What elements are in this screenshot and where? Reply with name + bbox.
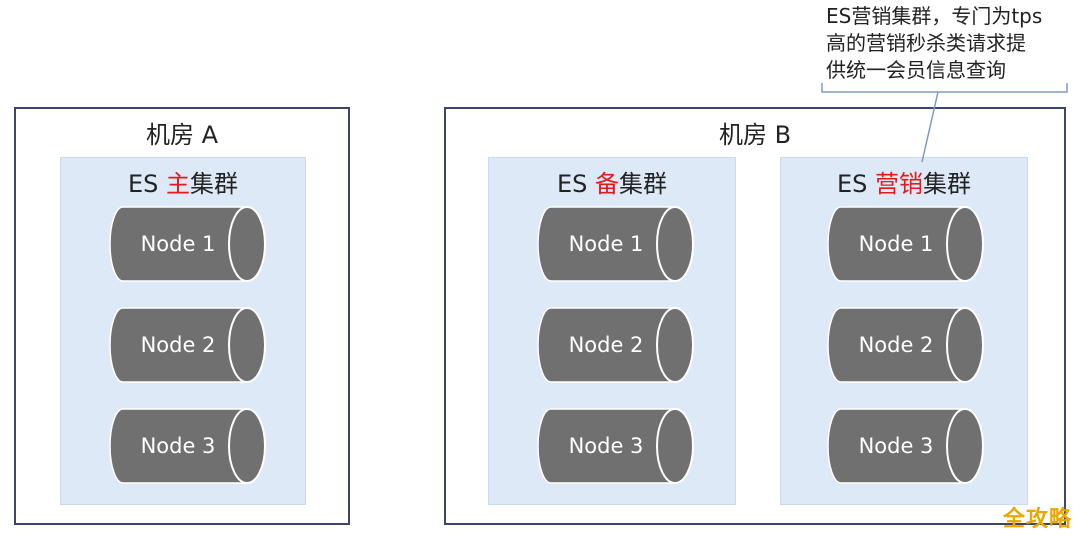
node-cylinder: Node 2 — [827, 307, 987, 383]
cylinder-shape — [109, 307, 266, 383]
cylinder-shape — [537, 408, 694, 484]
cylinder-shape — [109, 206, 266, 282]
node-label: Node 3 — [858, 434, 934, 458]
cluster-marketing-prefix: ES — [836, 170, 876, 198]
node-label: Node 1 — [568, 232, 644, 256]
cluster-marketing: ES 营销集群 Node 1 Node 2 Node 3 — [780, 157, 1028, 505]
cluster-primary: ES 主集群 Node 1 Node 2 Node 3 — [60, 157, 306, 505]
room-b-title: 机房 B — [718, 121, 792, 149]
node-cylinder: Node 1 — [827, 206, 987, 282]
watermark-logo: 全攻略 — [1002, 507, 1072, 532]
cylinder-shape — [109, 408, 266, 484]
node-cylinder: Node 1 — [109, 206, 269, 282]
cylinder-shape — [827, 206, 984, 282]
room-a: 机房 A ES 主集群 Node 1 Node 2 Node 3 — [14, 107, 350, 525]
node-cylinder: Node 3 — [109, 408, 269, 484]
node-label: Node 2 — [568, 333, 644, 357]
room-b: 机房 B ES 备集群 Node 1 Node 2 Node 3 ES 营销集群… — [444, 107, 1066, 525]
annotation-text: ES营销集群，专门为tps 高的营销秒杀类请求提 供统一会员信息查询 — [826, 3, 1076, 84]
cluster-marketing-suffix: 集群 — [923, 170, 972, 198]
node-label: Node 2 — [858, 333, 934, 357]
cluster-standby-highlight: 备 — [595, 170, 620, 198]
node-label: Node 3 — [140, 434, 216, 458]
cylinder-shape — [537, 206, 694, 282]
node-label: Node 3 — [568, 434, 644, 458]
room-a-title: 机房 A — [145, 121, 219, 149]
node-cylinder: Node 1 — [537, 206, 697, 282]
cluster-marketing-title: ES 营销集群 — [781, 164, 1027, 199]
node-cylinder: Node 2 — [537, 307, 697, 383]
node-label: Node 1 — [140, 232, 216, 256]
annotation-line: ES营销集群，专门为tps — [826, 4, 1043, 28]
node-cylinder: Node 2 — [109, 307, 269, 383]
cluster-marketing-highlight: 营销 — [875, 170, 924, 198]
cylinder-shape — [827, 307, 984, 383]
annotation-line: 供统一会员信息查询 — [826, 58, 1006, 82]
cluster-standby-suffix: 集群 — [619, 170, 668, 198]
cylinder-shape — [827, 408, 984, 484]
annotation-line: 高的营销秒杀类请求提 — [826, 31, 1026, 55]
node-cylinder: Node 3 — [827, 408, 987, 484]
cluster-primary-suffix: 集群 — [190, 170, 239, 198]
cluster-standby: ES 备集群 Node 1 Node 2 Node 3 — [488, 157, 736, 505]
node-label: Node 2 — [140, 333, 216, 357]
cylinder-shape — [537, 307, 694, 383]
cluster-primary-highlight: 主 — [166, 170, 191, 198]
node-cylinder: Node 3 — [537, 408, 697, 484]
cluster-standby-title: ES 备集群 — [489, 164, 735, 199]
node-label: Node 1 — [858, 232, 934, 256]
cluster-standby-prefix: ES — [556, 170, 596, 198]
cluster-primary-title: ES 主集群 — [61, 164, 305, 199]
cluster-primary-prefix: ES — [127, 170, 167, 198]
